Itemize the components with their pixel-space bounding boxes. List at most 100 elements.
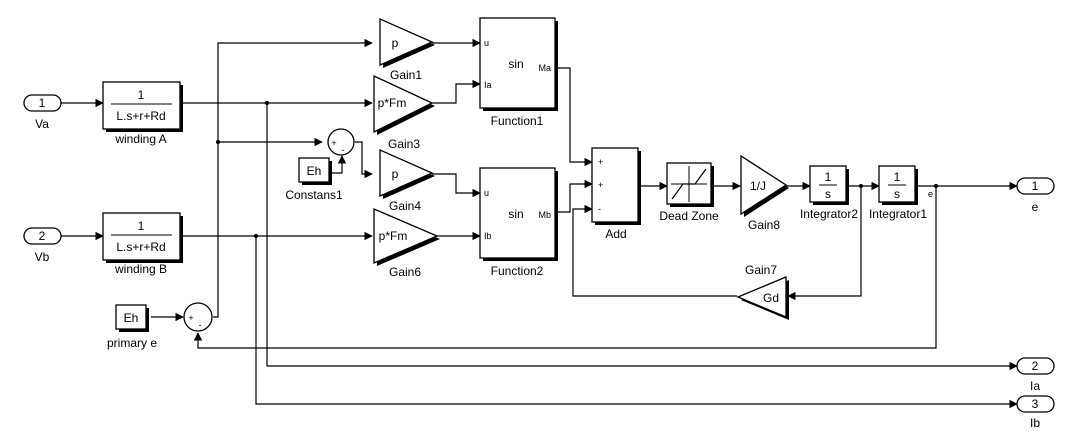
- outport-number: 2: [1032, 359, 1039, 373]
- line-constans1-to-sum1[interactable]: [332, 155, 347, 174]
- transfer-fn-winding-b[interactable]: 1 L.s+r+Rd winding B: [102, 212, 183, 276]
- gain-block-gain1[interactable]: p Gain1: [379, 18, 435, 82]
- add-sign: +: [598, 180, 603, 190]
- sum-block-2[interactable]: + -: [183, 302, 213, 332]
- line-gain4-to-function2[interactable]: [432, 173, 481, 198]
- sum-sign: +: [331, 138, 336, 148]
- inport-vb[interactable]: 2 Vb: [23, 227, 62, 264]
- line-gain3-to-function1[interactable]: [432, 79, 481, 104]
- line-ib-to-outport[interactable]: [255, 236, 1018, 409]
- line-integrator2-to-gain7[interactable]: [787, 186, 862, 301]
- sum-sign: +: [188, 313, 193, 323]
- add-sign: +: [598, 157, 603, 167]
- tf-numerator: 1: [138, 219, 145, 233]
- gain-value: p*Fm: [378, 96, 407, 110]
- gain-block-gain4[interactable]: p Gain4: [379, 149, 435, 213]
- block-label: Gain4: [389, 199, 421, 213]
- block-label: Gain3: [388, 137, 420, 151]
- inport-number: 2: [39, 229, 46, 243]
- tf-denominator: L.s+r+Rd: [116, 240, 165, 254]
- gain-value: p*Fm: [379, 229, 408, 243]
- gain-block-gain6[interactable]: p*Fm Gain6: [373, 208, 440, 279]
- outport-ia[interactable]: 2 Ia: [1016, 357, 1055, 393]
- port-label: Mb: [538, 210, 551, 220]
- outport-label: Ia: [1030, 379, 1040, 393]
- inport-label: Vb: [35, 250, 50, 264]
- block-label: Integrator1: [869, 207, 927, 221]
- outport-label: Ib: [1030, 416, 1040, 430]
- dead-zone-block[interactable]: Dead Zone: [659, 162, 719, 223]
- transfer-fn-winding-a[interactable]: 1 L.s+r+Rd winding A: [102, 81, 183, 146]
- function-body: sin: [508, 207, 523, 221]
- block-label: Gain1: [390, 68, 422, 82]
- gain-value: 1/J: [750, 179, 766, 193]
- add-block[interactable]: + + - Add: [591, 147, 641, 241]
- gain-block-gain7[interactable]: Gd Gain7: [736, 263, 789, 320]
- constant-value: Eh: [307, 164, 322, 178]
- tf-denominator: L.s+r+Rd: [116, 109, 165, 123]
- constant-primary-e[interactable]: Eh primary e: [107, 304, 157, 350]
- add-sign: -: [598, 204, 601, 214]
- line-sum1-to-gain4[interactable]: [355, 141, 373, 179]
- junction-dot: [934, 184, 938, 188]
- line-ia-to-outport[interactable]: [266, 103, 1018, 371]
- junction-dot: [859, 184, 863, 188]
- gain-value: Gd: [763, 291, 779, 305]
- inport-label: Va: [35, 117, 49, 131]
- constant-constans1[interactable]: Eh Constans1: [285, 157, 343, 202]
- constant-value: Eh: [124, 311, 139, 325]
- block-label: Gain7: [745, 263, 777, 277]
- line-function2-to-add[interactable]: [555, 179, 593, 213]
- line-e-to-sum2[interactable]: [193, 186, 937, 349]
- junction-dot: [254, 234, 258, 238]
- line-function1-to-add[interactable]: [555, 67, 593, 167]
- function-block-2[interactable]: sin u Ib Mb Function2: [479, 167, 558, 278]
- integrator-denominator: s: [825, 187, 831, 201]
- integrator-numerator: 1: [894, 170, 901, 184]
- block-label: Gain6: [389, 265, 421, 279]
- tf-numerator: 1: [138, 88, 145, 102]
- line-gain7-to-add[interactable]: [572, 204, 737, 297]
- block-label: Function1: [491, 114, 544, 128]
- outport-number: 1: [1032, 179, 1039, 193]
- port-label: u: [484, 38, 489, 48]
- block-label: Dead Zone: [659, 209, 719, 223]
- sum-sign: -: [342, 145, 345, 155]
- junction-dot: [265, 101, 269, 105]
- junction-dot: [216, 140, 220, 144]
- port-label: Ib: [484, 231, 492, 241]
- port-label: u: [484, 188, 489, 198]
- gain-block-gain8[interactable]: 1/J Gain8: [740, 154, 789, 232]
- signal-lines: [61, 38, 1018, 409]
- outport-e[interactable]: 1 e: [1016, 177, 1055, 214]
- integrator-block-2[interactable]: 1 s Integrator2: [800, 165, 858, 221]
- block-label: primary e: [107, 336, 157, 350]
- block-label: Constans1: [285, 188, 343, 202]
- gain-value: p: [392, 36, 399, 50]
- block-label: winding B: [114, 262, 167, 276]
- outport-number: 3: [1032, 397, 1039, 411]
- port-label: Ma: [538, 63, 551, 73]
- gain-block-gain3[interactable]: p*Fm Gain3: [373, 74, 435, 151]
- inport-va[interactable]: 1 Va: [23, 94, 62, 131]
- block-label: Add: [605, 227, 626, 241]
- port-label: Ia: [484, 80, 492, 90]
- integrator-block-1[interactable]: 1 s Integrator1: [869, 165, 927, 221]
- signal-label-e: e: [928, 189, 933, 199]
- function-body: sin: [508, 57, 523, 71]
- block-label: Integrator2: [800, 207, 858, 221]
- outport-label: e: [1032, 200, 1039, 214]
- inport-number: 1: [39, 96, 46, 110]
- block-label: Function2: [491, 264, 544, 278]
- deadzone-curve: [671, 168, 707, 200]
- integrator-numerator: 1: [825, 170, 832, 184]
- sum-sign: -: [199, 320, 202, 330]
- block-label: winding A: [114, 132, 166, 146]
- sum-block-1[interactable]: + -: [327, 128, 355, 156]
- integrator-denominator: s: [894, 187, 900, 201]
- outport-ib[interactable]: 3 Ib: [1016, 395, 1055, 430]
- block-label: Gain8: [748, 218, 780, 232]
- function-block-1[interactable]: sin u Ia Ma Function1: [479, 17, 558, 128]
- line-sum2-to-gain1[interactable]: [213, 38, 373, 318]
